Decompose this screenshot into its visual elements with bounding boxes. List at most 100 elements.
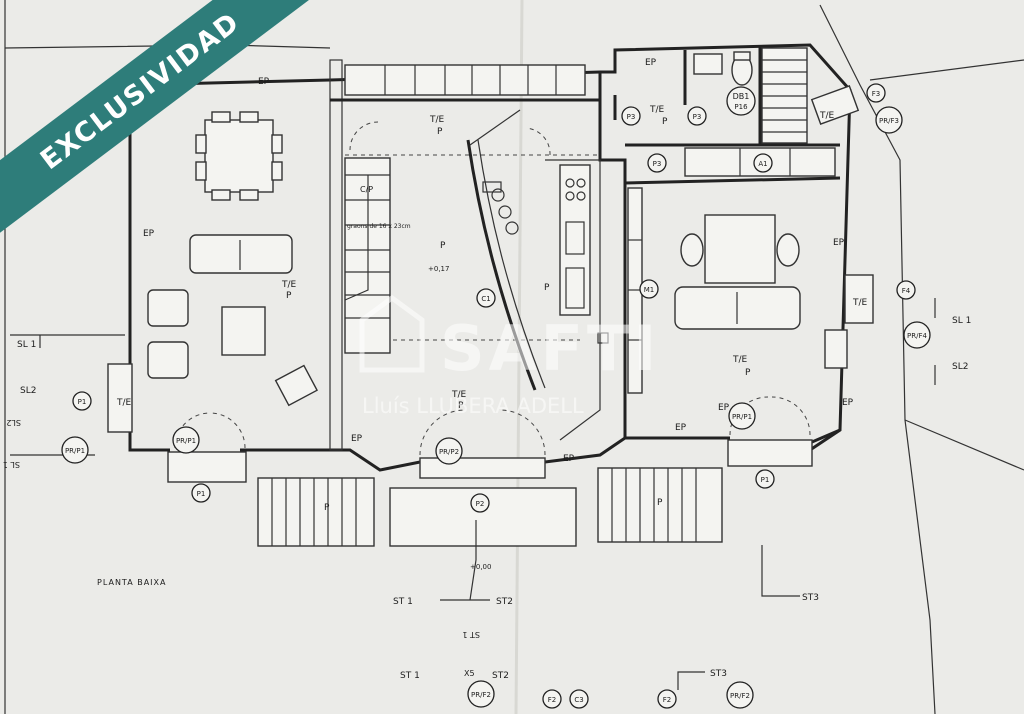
label-st2: ST2 (496, 597, 513, 607)
label-st3: ST3 (802, 593, 819, 603)
label-sl1-mirror: SL 1 (3, 460, 20, 469)
label-p-middle: P (440, 241, 446, 251)
svg-text:P3: P3 (693, 113, 702, 121)
svg-text:PR/P1: PR/P1 (176, 437, 196, 445)
label-x5: X5 (464, 669, 475, 678)
svg-text:PR/F2: PR/F2 (730, 692, 750, 700)
label-cp: C/P (360, 185, 373, 194)
svg-text:F4: F4 (902, 287, 911, 295)
svg-text:PR/P1: PR/P1 (732, 413, 752, 421)
tag-f2-b: F2 (657, 689, 677, 709)
kitchen-upper-cabinets (344, 64, 586, 96)
label-st1: ST 1 (393, 597, 413, 607)
label-stair-note: graons de 16 x 23cm (347, 223, 411, 230)
door-swings (174, 121, 811, 456)
label-st1-mirror: ST 1 (462, 630, 480, 639)
svg-text:F3: F3 (872, 90, 880, 98)
svg-text:P1: P1 (761, 476, 770, 484)
right-room-furniture (627, 147, 848, 394)
label-st3-bottom: ST3 (710, 669, 727, 679)
svg-text:C3: C3 (574, 696, 583, 704)
tag-f3: F3 (866, 83, 886, 103)
tag-p2: P2 (470, 493, 490, 513)
label-sl2-right: SL2 (952, 362, 968, 372)
label-p-kitchen: P (437, 127, 443, 137)
label-te-living: T/E (281, 280, 297, 290)
tag-prf2-bottom-right: PR/F2 (726, 681, 754, 709)
svg-text:F2: F2 (663, 696, 671, 704)
svg-text:P16: P16 (734, 103, 748, 111)
label-ep-right-bottom: EP (718, 403, 730, 413)
label-te-middle: T/E (451, 390, 467, 400)
label-p-steps-left: P (324, 503, 330, 513)
label-ep-left: EP (143, 229, 155, 239)
agency-watermark: SAFTI Lluís LLUBERA ADELL (359, 294, 660, 418)
label-te-right: T/E (732, 355, 748, 365)
svg-text:C1: C1 (481, 295, 490, 303)
svg-text:M1: M1 (644, 286, 655, 294)
svg-text:P1: P1 (197, 490, 206, 498)
label-p-bath: P (662, 117, 668, 127)
label-te-kitchen: T/E (429, 115, 445, 125)
label-ep-lower-left: EP (351, 434, 363, 444)
tag-prf4: PR/F4 (903, 321, 931, 349)
label-st2-bottom: ST2 (492, 671, 509, 681)
svg-text:P3: P3 (653, 160, 662, 168)
label-ep-right: EP (833, 238, 845, 248)
tag-c3: C3 (569, 689, 589, 709)
rear-staircase (761, 47, 808, 144)
tag-c1: C1 (476, 288, 496, 308)
label-te-bath: T/E (649, 105, 665, 115)
svg-text:PR/P1: PR/P1 (65, 447, 85, 455)
paper-fold (514, 0, 524, 714)
label-ep-right-lower: EP (842, 398, 854, 408)
tag-prf3: PR/F3 (875, 106, 903, 134)
tag-p1-living: P1 (191, 483, 211, 503)
bathroom-fixtures (693, 51, 753, 86)
label-p-living: P (286, 291, 292, 301)
label-st1-bottom: ST 1 (400, 671, 420, 681)
label-ep-center: EP (563, 454, 575, 464)
tag-p3-c: P3 (647, 153, 667, 173)
tag-a1: A1 (753, 153, 773, 173)
floor-title: PLANTA BAIXA (97, 578, 166, 587)
label-sl1-right: SL 1 (952, 316, 971, 326)
watermark-brand: SAFTI (440, 312, 660, 385)
watermark-agent: Lluís LLUBERA ADELL (362, 394, 584, 418)
svg-text:PR/F2: PR/F2 (471, 691, 491, 699)
house-logo-icon (359, 294, 425, 373)
tag-p3-b: P3 (687, 106, 707, 126)
label-sl2-left: SL2 (20, 386, 36, 396)
front-steps (257, 467, 723, 547)
tag-prf2-bottom-left: PR/F2 (467, 680, 495, 708)
section-arrows (39, 298, 936, 690)
tag-f4: F4 (896, 280, 916, 300)
label-sl1-left: SL 1 (17, 340, 36, 350)
dining-table-left (195, 111, 283, 201)
tag-prp2: PR/P2 (435, 437, 463, 465)
curved-partition (466, 109, 546, 391)
label-p-middle-low: P (458, 401, 464, 411)
svg-text:PR/P2: PR/P2 (439, 448, 459, 456)
svg-text:P3: P3 (627, 113, 636, 121)
tag-prp1-living: PR/P1 (172, 426, 200, 454)
kitchen-counter (559, 164, 609, 344)
label-te-p1: T/E (116, 398, 132, 408)
interior-staircase (344, 157, 391, 354)
svg-text:P2: P2 (476, 500, 485, 508)
label-level-000: +0,00 (470, 563, 491, 571)
label-ep-right-corner: EP (675, 423, 687, 433)
tag-m1: M1 (639, 279, 659, 299)
label-te-f4: T/E (852, 298, 868, 308)
label-p-steps-right: P (657, 498, 663, 508)
label-te-stairbay: T/E (819, 111, 835, 121)
label-sl2-mirror: SL2 (6, 418, 21, 427)
interior-walls (345, 45, 841, 441)
room-labels: EP EP EP EP EP EP EP EP EP T/E P T/E P P… (3, 58, 972, 681)
label-p-middle-right: P (544, 283, 550, 293)
living-room-left-furniture (147, 234, 318, 407)
svg-text:A1: A1 (758, 160, 767, 168)
tag-f2-a: F2 (542, 689, 562, 709)
